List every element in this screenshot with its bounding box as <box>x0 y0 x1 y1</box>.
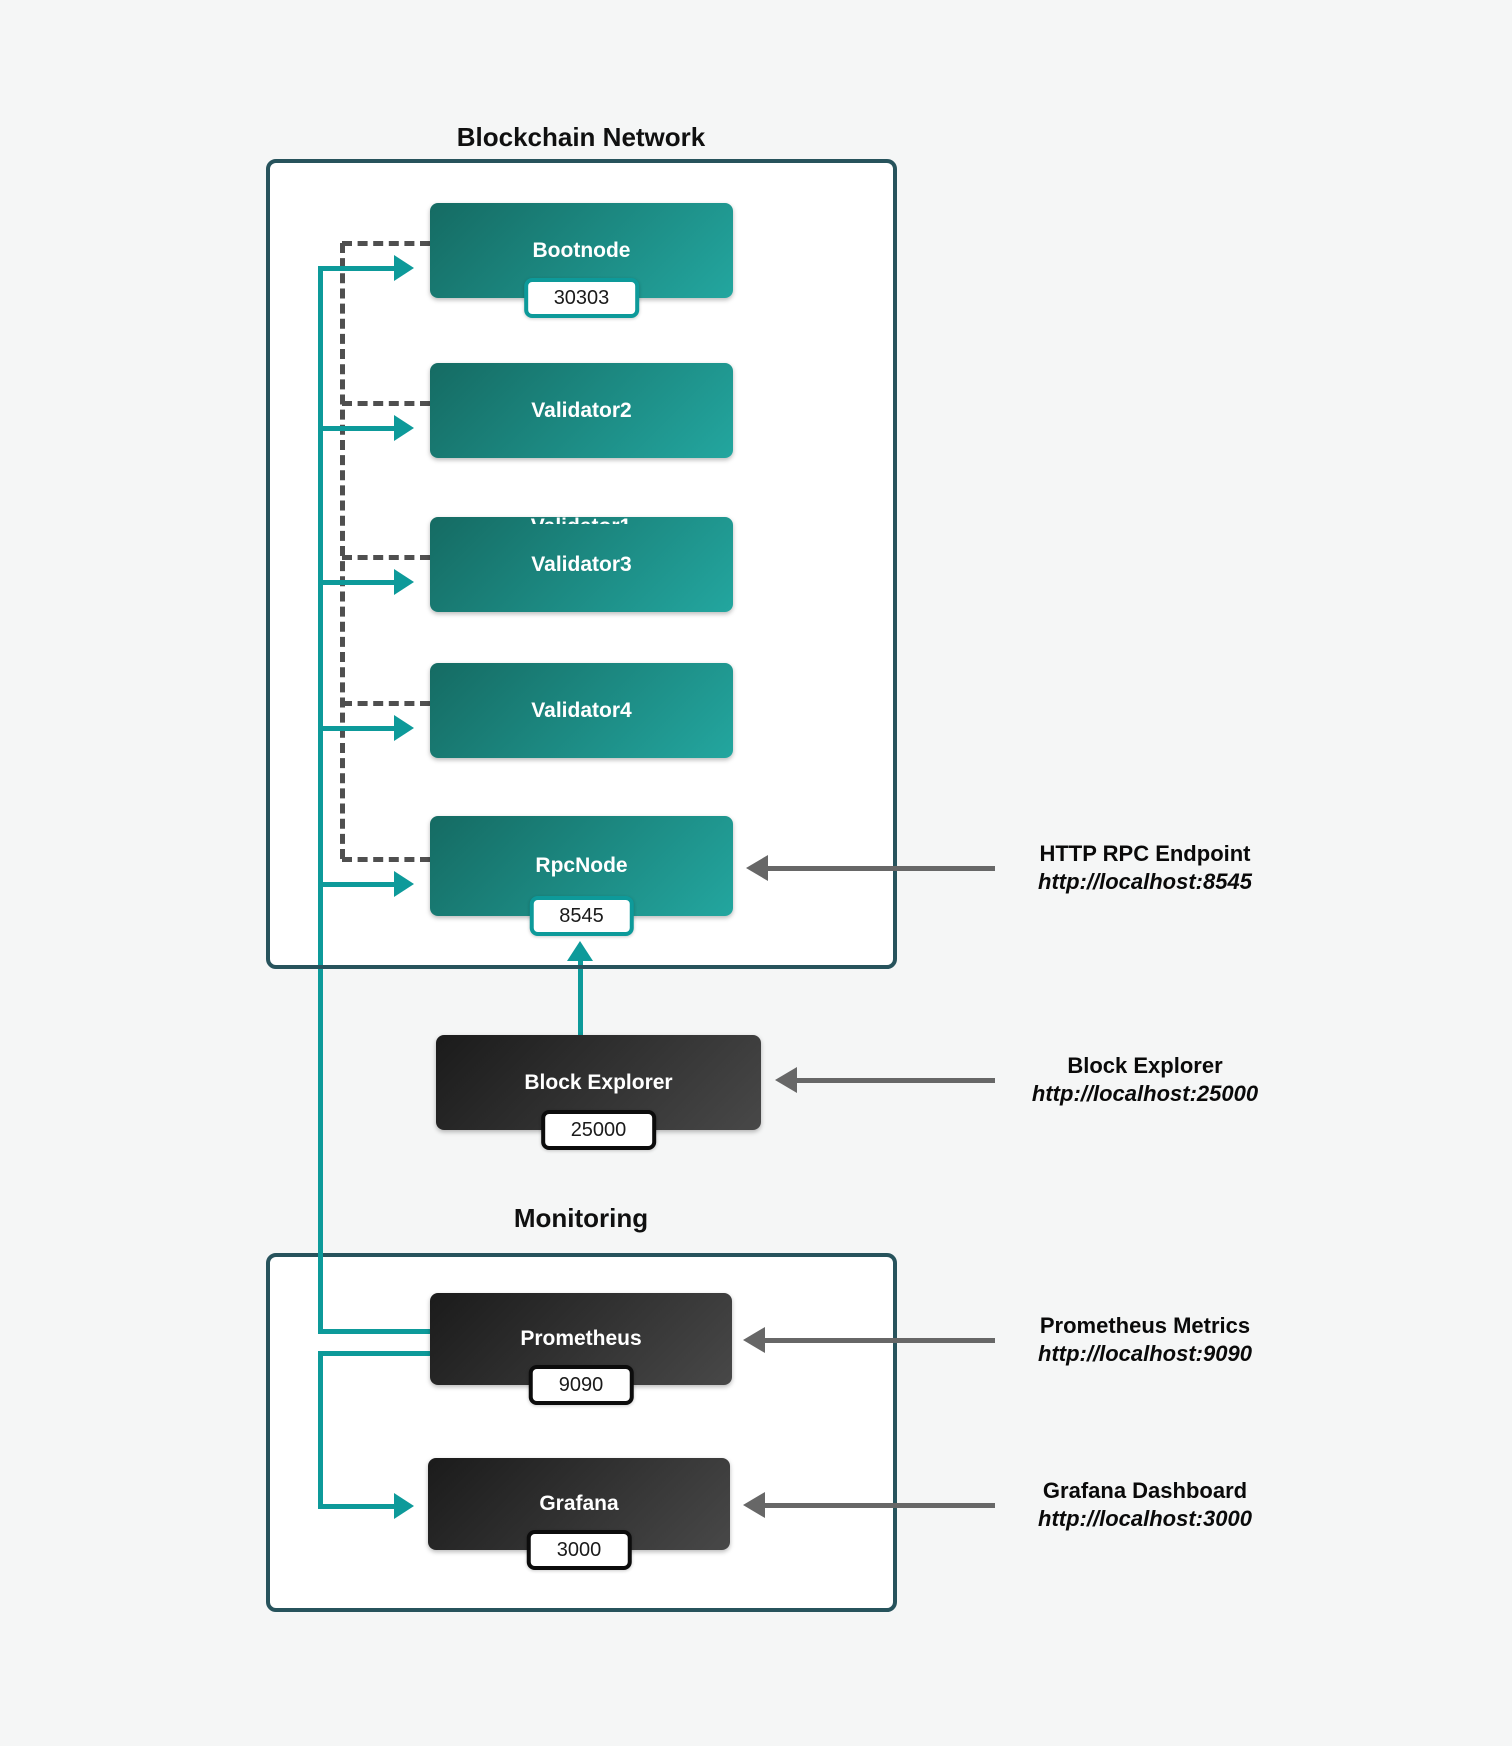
node-validator1-hidden-label-peek: Validator1 <box>471 516 691 524</box>
port-badge-block-explorer: 25000 <box>540 1110 657 1150</box>
teal-arrowhead-grafana <box>394 1493 414 1519</box>
annotation-prometheus-url: http://localhost:9090 <box>1038 1341 1252 1366</box>
annotation-block-explorer-title: Block Explorer <box>1067 1053 1223 1078</box>
annotation-rpc-endpoint-url: http://localhost:8545 <box>1038 869 1252 894</box>
gray-arrow-grafana-shaft <box>765 1503 995 1508</box>
teal-trunk-grafana <box>318 1351 323 1509</box>
teal-arrow-validator2-shaft <box>318 426 394 431</box>
dashed-link-validator4 <box>342 701 430 706</box>
dashed-link-rpcnode <box>342 857 430 862</box>
node-bootnode: Bootnode 30303 <box>430 203 733 318</box>
teal-arrowhead-validator2 <box>394 415 414 441</box>
teal-arrow-rpcnode-shaft <box>318 882 394 887</box>
port-badge-bootnode: 30303 <box>523 278 640 318</box>
port-badge-prometheus: 9090 <box>528 1365 634 1405</box>
dashed-link-bootnode <box>342 241 430 246</box>
teal-arrowhead-rpcnode <box>394 871 414 897</box>
annotation-prometheus: Prometheus Metrics http://localhost:9090 <box>990 1312 1300 1368</box>
node-validator2: Validator2 <box>430 363 733 458</box>
node-block-explorer: Block Explorer 25000 <box>436 1035 761 1150</box>
node-bootnode-label: Bootnode <box>532 238 631 262</box>
gray-arrowhead-grafana <box>743 1492 765 1518</box>
teal-arrowhead-validator3 <box>394 569 414 595</box>
node-prometheus: Prometheus 9090 <box>430 1293 732 1405</box>
gray-arrow-rpc-endpoint-shaft <box>768 866 995 871</box>
teal-arrow-validator4-shaft <box>318 726 394 731</box>
teal-trunk-line <box>318 266 323 1334</box>
teal-arrowhead-explorer-to-rpc <box>567 941 593 961</box>
node-validator3: Validator3 <box>430 517 733 612</box>
annotation-rpc-endpoint-title: HTTP RPC Endpoint <box>1039 841 1251 866</box>
dashed-trunk-line <box>340 243 345 859</box>
node-rpcnode-label: RpcNode <box>535 854 628 877</box>
teal-arrow-grafana-shaft <box>318 1504 394 1509</box>
node-validator4: Validator4 <box>430 663 733 758</box>
port-badge-rpcnode: 8545 <box>529 896 634 936</box>
annotation-prometheus-title: Prometheus Metrics <box>1039 1313 1251 1338</box>
node-validator4-label: Validator4 <box>531 698 632 722</box>
gray-arrow-block-explorer-shaft <box>797 1078 995 1083</box>
node-validator3-label: Validator3 <box>531 552 632 576</box>
annotation-rpc-endpoint: HTTP RPC Endpoint http://localhost:8545 <box>990 840 1300 896</box>
dashed-link-validator3 <box>342 555 430 560</box>
gray-arrowhead-prometheus <box>743 1327 765 1353</box>
teal-link-prometheus-out <box>318 1351 430 1356</box>
gray-arrowhead-block-explorer <box>775 1067 797 1093</box>
annotation-block-explorer-url: http://localhost:25000 <box>1031 1081 1259 1106</box>
teal-arrowhead-bootnode <box>394 255 414 281</box>
blockchain-network-title: Blockchain Network <box>456 122 706 152</box>
annotation-grafana: Grafana Dashboard http://localhost:3000 <box>990 1477 1300 1533</box>
dashed-link-validator2 <box>342 401 430 406</box>
teal-arrow-explorer-to-rpc-shaft <box>578 961 583 1035</box>
node-validator2-label: Validator2 <box>531 398 632 422</box>
node-grafana-label: Grafana <box>539 1492 619 1515</box>
node-rpcnode: RpcNode 8545 <box>430 816 733 936</box>
teal-link-prometheus-in <box>318 1329 430 1334</box>
node-block-explorer-label: Block Explorer <box>524 1070 673 1094</box>
teal-arrowhead-validator4 <box>394 715 414 741</box>
node-prometheus-label: Prometheus <box>520 1327 642 1350</box>
annotation-grafana-url: http://localhost:3000 <box>1038 1506 1252 1531</box>
teal-arrow-bootnode-shaft <box>318 266 394 271</box>
annotation-block-explorer: Block Explorer http://localhost:25000 <box>990 1052 1300 1108</box>
gray-arrowhead-rpc-endpoint <box>746 855 768 881</box>
node-grafana: Grafana 3000 <box>428 1458 730 1570</box>
port-badge-grafana: 3000 <box>526 1530 632 1570</box>
annotation-grafana-title: Grafana Dashboard <box>1042 1478 1248 1503</box>
gray-arrow-prometheus-shaft <box>765 1338 995 1343</box>
monitoring-title: Monitoring <box>513 1203 649 1233</box>
teal-arrow-validator3-shaft <box>318 580 394 585</box>
